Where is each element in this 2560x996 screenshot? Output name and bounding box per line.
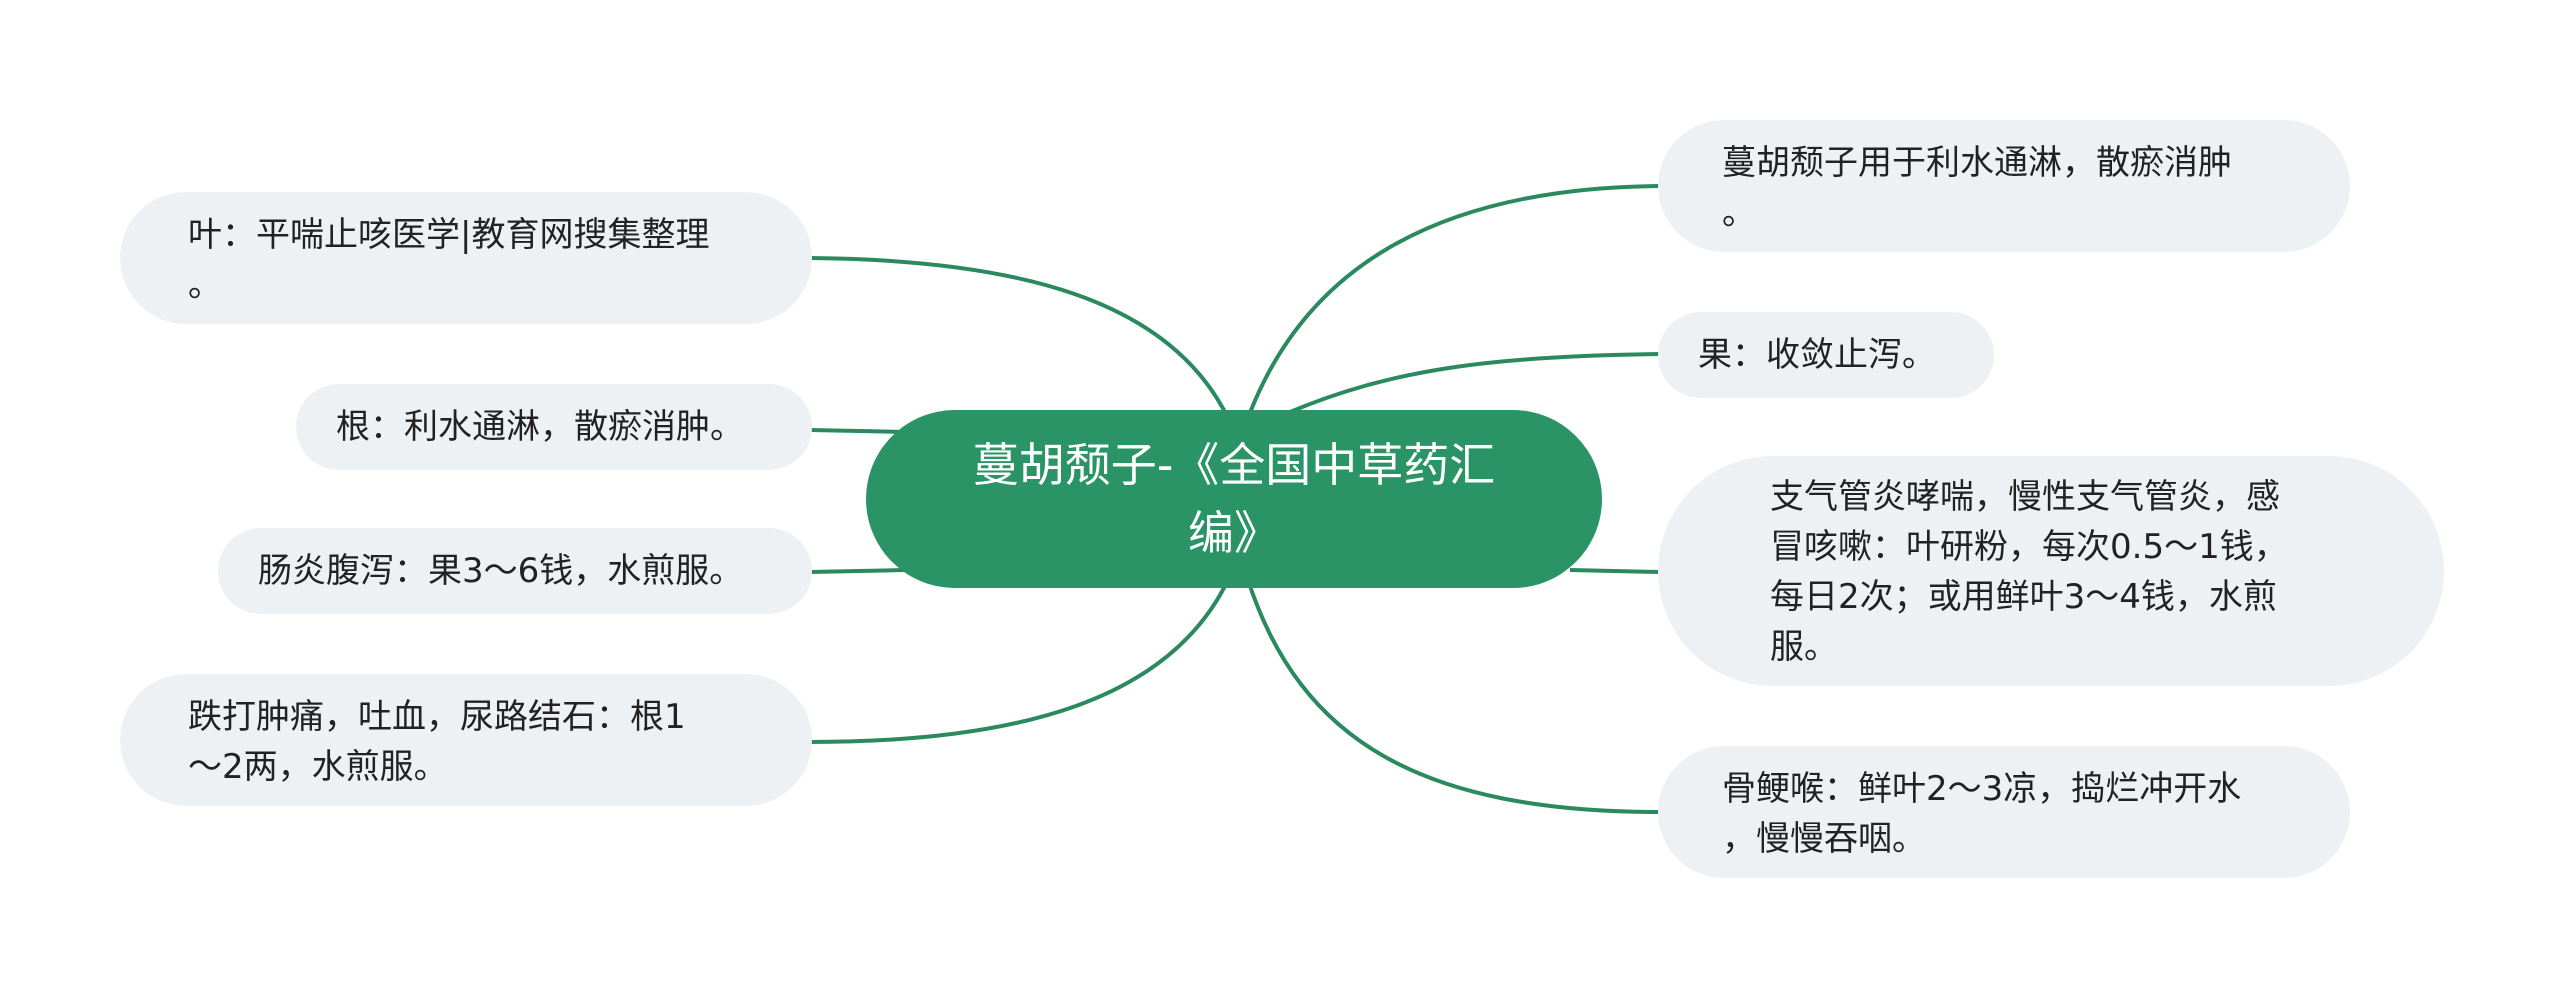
connector-right-1: [1246, 184, 1661, 419]
topic-right-1-label: 蔓胡颓子用于利水通淋，散瘀消肿 。: [1722, 143, 2232, 233]
topic-right-2[interactable]: 果：收敛止泻。: [1658, 312, 1994, 398]
connector-right-4: [1246, 579, 1661, 814]
connector-left-2: [809, 428, 906, 434]
topic-left-1-label: 叶：平喘止咳医学|教育网搜集整理 。: [188, 215, 710, 305]
connector-left-3: [809, 568, 906, 574]
topic-left-3[interactable]: 肠炎腹泻：果3～6钱，水煎服。: [218, 528, 812, 614]
topic-left-3-label: 肠炎腹泻：果3～6钱，水煎服。: [258, 551, 744, 591]
topic-right-4[interactable]: 骨鲠喉：鲜叶2～3凉，捣烂冲开水 ，慢慢吞咽。: [1658, 746, 2350, 878]
topic-right-3-label: 支气管炎哮喘，慢性支气管炎，感 冒咳嗽：叶研粉，每次0.5～1钱， 每日2次；或…: [1770, 477, 2288, 667]
topic-left-1[interactable]: 叶：平喘止咳医学|教育网搜集整理 。: [120, 192, 812, 324]
topic-right-4-label: 骨鲠喉：鲜叶2～3凉，捣烂冲开水 ，慢慢吞咽。: [1722, 769, 2242, 859]
root-topic[interactable]: 蔓胡颓子-《全国中草药汇 编》: [866, 410, 1602, 588]
connector-right-3: [1569, 568, 1661, 574]
topic-right-2-label: 果：收敛止泻。: [1698, 335, 1936, 375]
connector-right-2: [1289, 352, 1661, 414]
root-topic-label: 蔓胡颓子-《全国中草药汇 编》: [972, 438, 1496, 560]
connector-left-4: [809, 579, 1230, 744]
topic-right-1[interactable]: 蔓胡颓子用于利水通淋，散瘀消肿 。: [1658, 120, 2350, 252]
topic-left-4-label: 跌打肿痛，吐血，尿路结石：根1 ～2两，水煎服。: [188, 697, 686, 787]
topic-left-2-label: 根：利水通淋，散瘀消肿。: [336, 407, 744, 447]
topic-left-4[interactable]: 跌打肿痛，吐血，尿路结石：根1 ～2两，水煎服。: [120, 674, 812, 806]
topic-left-2[interactable]: 根：利水通淋，散瘀消肿。: [296, 384, 812, 470]
topic-right-3[interactable]: 支气管炎哮喘，慢性支气管炎，感 冒咳嗽：叶研粉，每次0.5～1钱， 每日2次；或…: [1658, 456, 2444, 686]
connector-left-1: [809, 256, 1230, 419]
